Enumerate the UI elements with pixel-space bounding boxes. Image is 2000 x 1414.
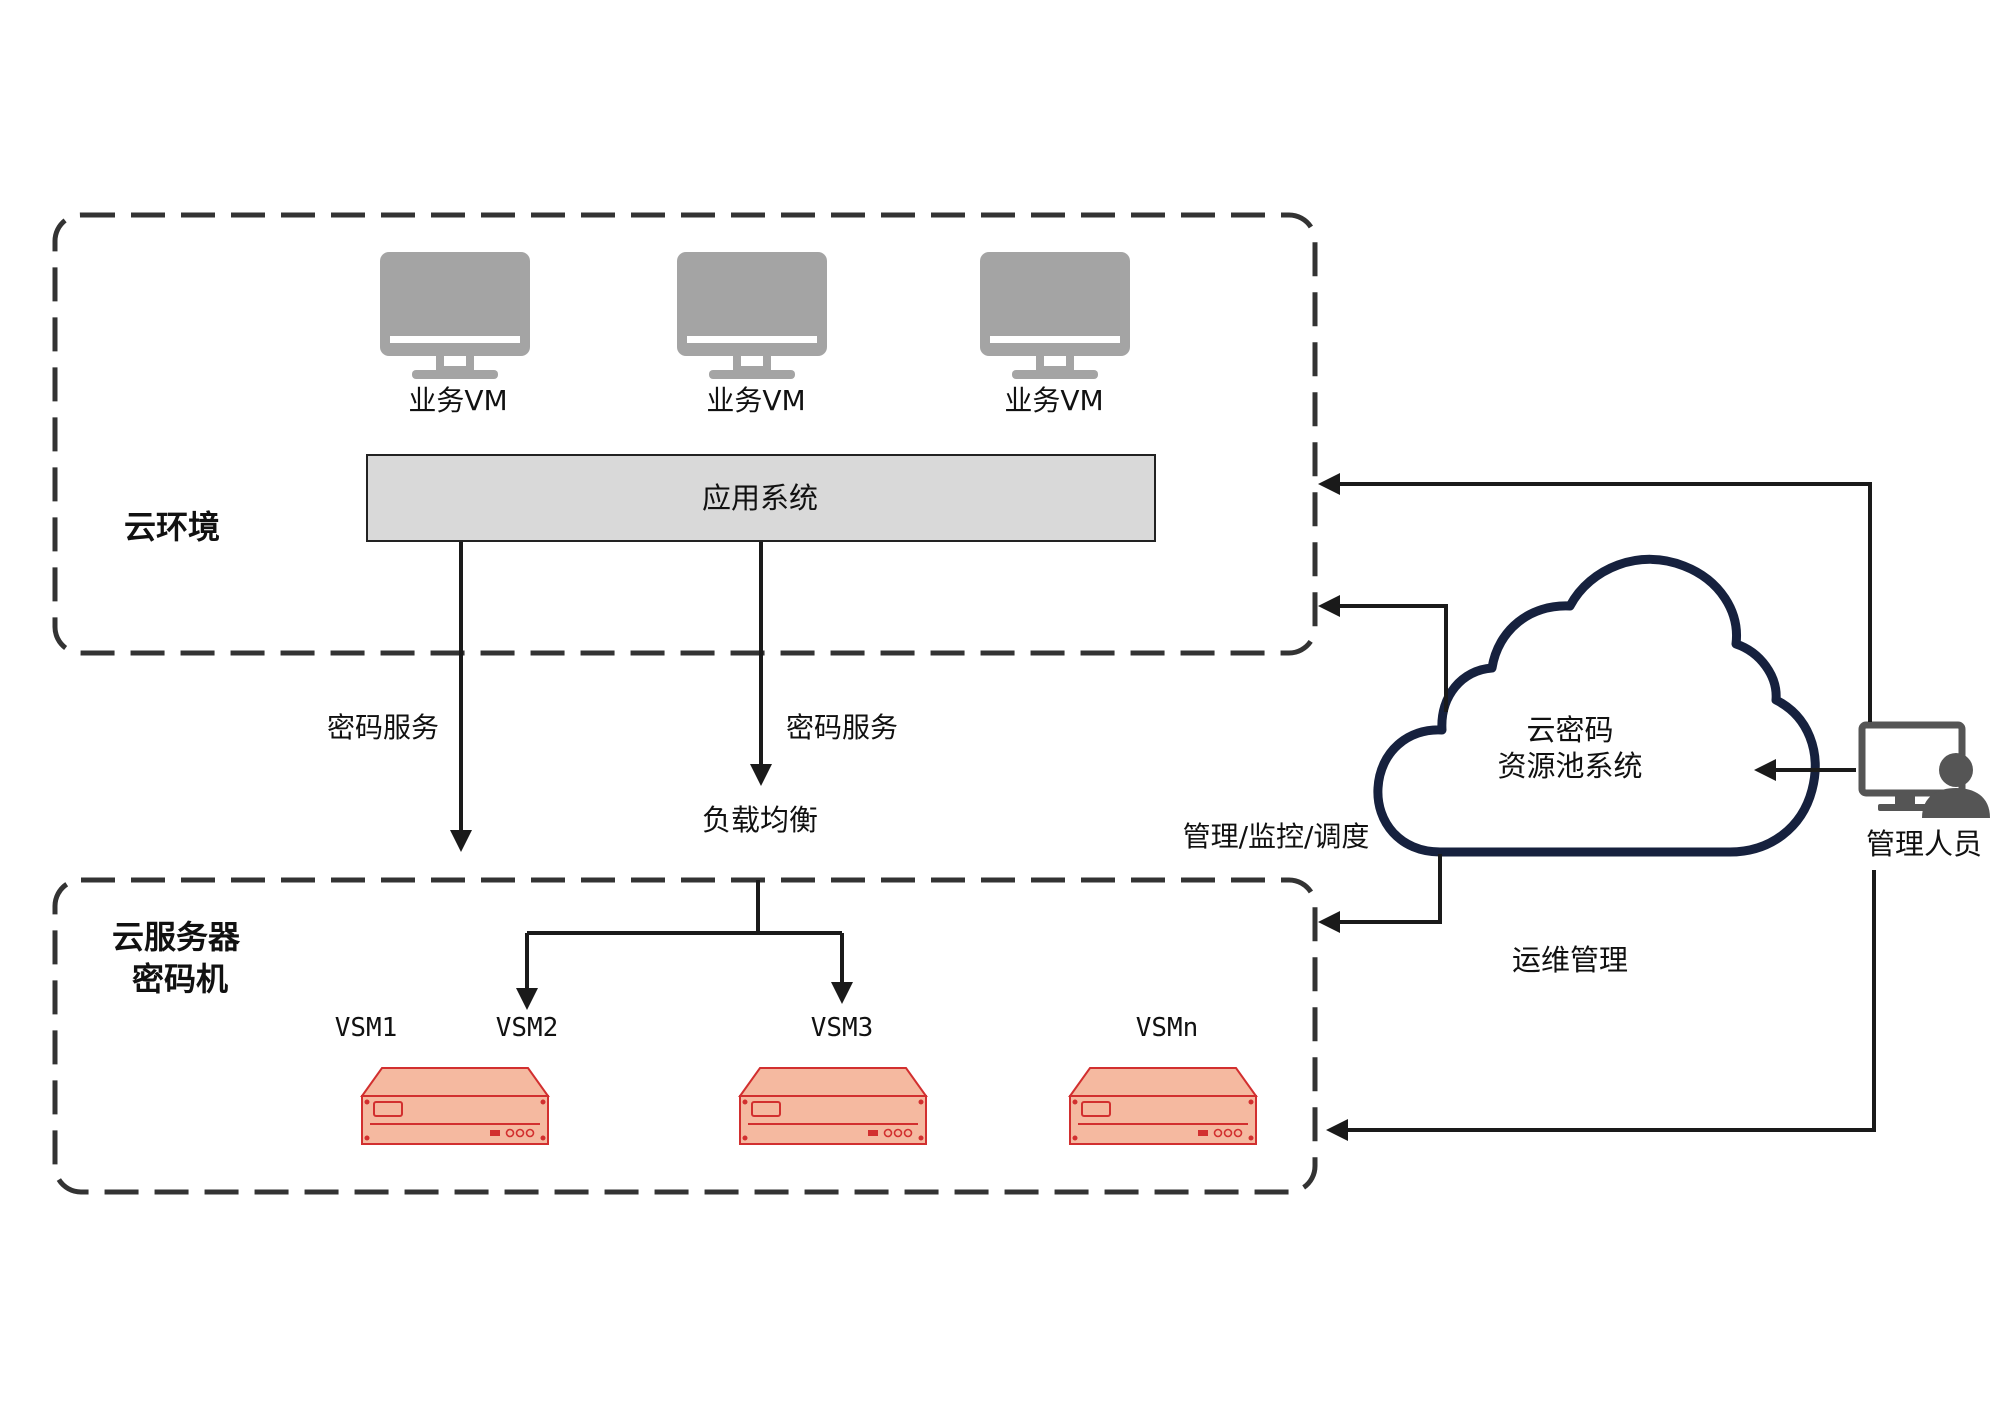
- server-area-title-line2: 密码机: [132, 960, 228, 998]
- vm-2-label: 业务VM: [706, 384, 805, 417]
- vm-1-label: 业务VM: [408, 384, 507, 417]
- pool-to-server-arrow: [1318, 854, 1442, 933]
- crypto-service-label-right: 密码服务: [786, 711, 898, 744]
- vsm3-label: VSM3: [811, 1013, 874, 1043]
- crypto-service-label-left: 密码服务: [327, 711, 439, 744]
- admin-user-icon: [1858, 721, 1990, 818]
- vsm2-label: VSM2: [496, 1013, 559, 1043]
- ops-management-label: 运维管理: [1512, 943, 1628, 977]
- server-area-title-line1: 云服务器: [112, 918, 241, 956]
- admin-to-server-arrow: [1326, 870, 1876, 1141]
- cloud-pool-line2: 资源池系统: [1497, 749, 1642, 783]
- vsmn-label: VSMn: [1136, 1013, 1199, 1043]
- manage-monitor-schedule-label: 管理/监控/调度: [1183, 820, 1370, 853]
- vm-2-monitor-icon: [677, 252, 827, 379]
- admin-label: 管理人员: [1866, 827, 1982, 861]
- pool-to-env-arrow: [1318, 595, 1448, 712]
- cloud-env-title: 云环境: [124, 508, 220, 546]
- vsm1-server-rack-icon: [361, 1067, 549, 1145]
- app-system-box: [366, 454, 1156, 542]
- cloud-pool-line1: 云密码: [1526, 713, 1613, 747]
- admin-to-env-arrow: [1318, 473, 1872, 722]
- app-system-label: 应用系统: [702, 481, 818, 515]
- vsmn-server-rack-icon: [1069, 1067, 1257, 1145]
- vsm1-label: VSM1: [335, 1013, 398, 1043]
- cloud-environment-boundary: [52, 212, 1318, 656]
- vm-1-monitor-icon: [380, 252, 530, 379]
- vsm3-server-rack-icon: [739, 1067, 927, 1145]
- vm-3-label: 业务VM: [1004, 384, 1103, 417]
- load-balance-label: 负载均衡: [702, 803, 818, 837]
- cloud-outline: [1373, 554, 1820, 857]
- vm-3-monitor-icon: [980, 252, 1130, 379]
- cloud-server-boundary: [52, 877, 1318, 1195]
